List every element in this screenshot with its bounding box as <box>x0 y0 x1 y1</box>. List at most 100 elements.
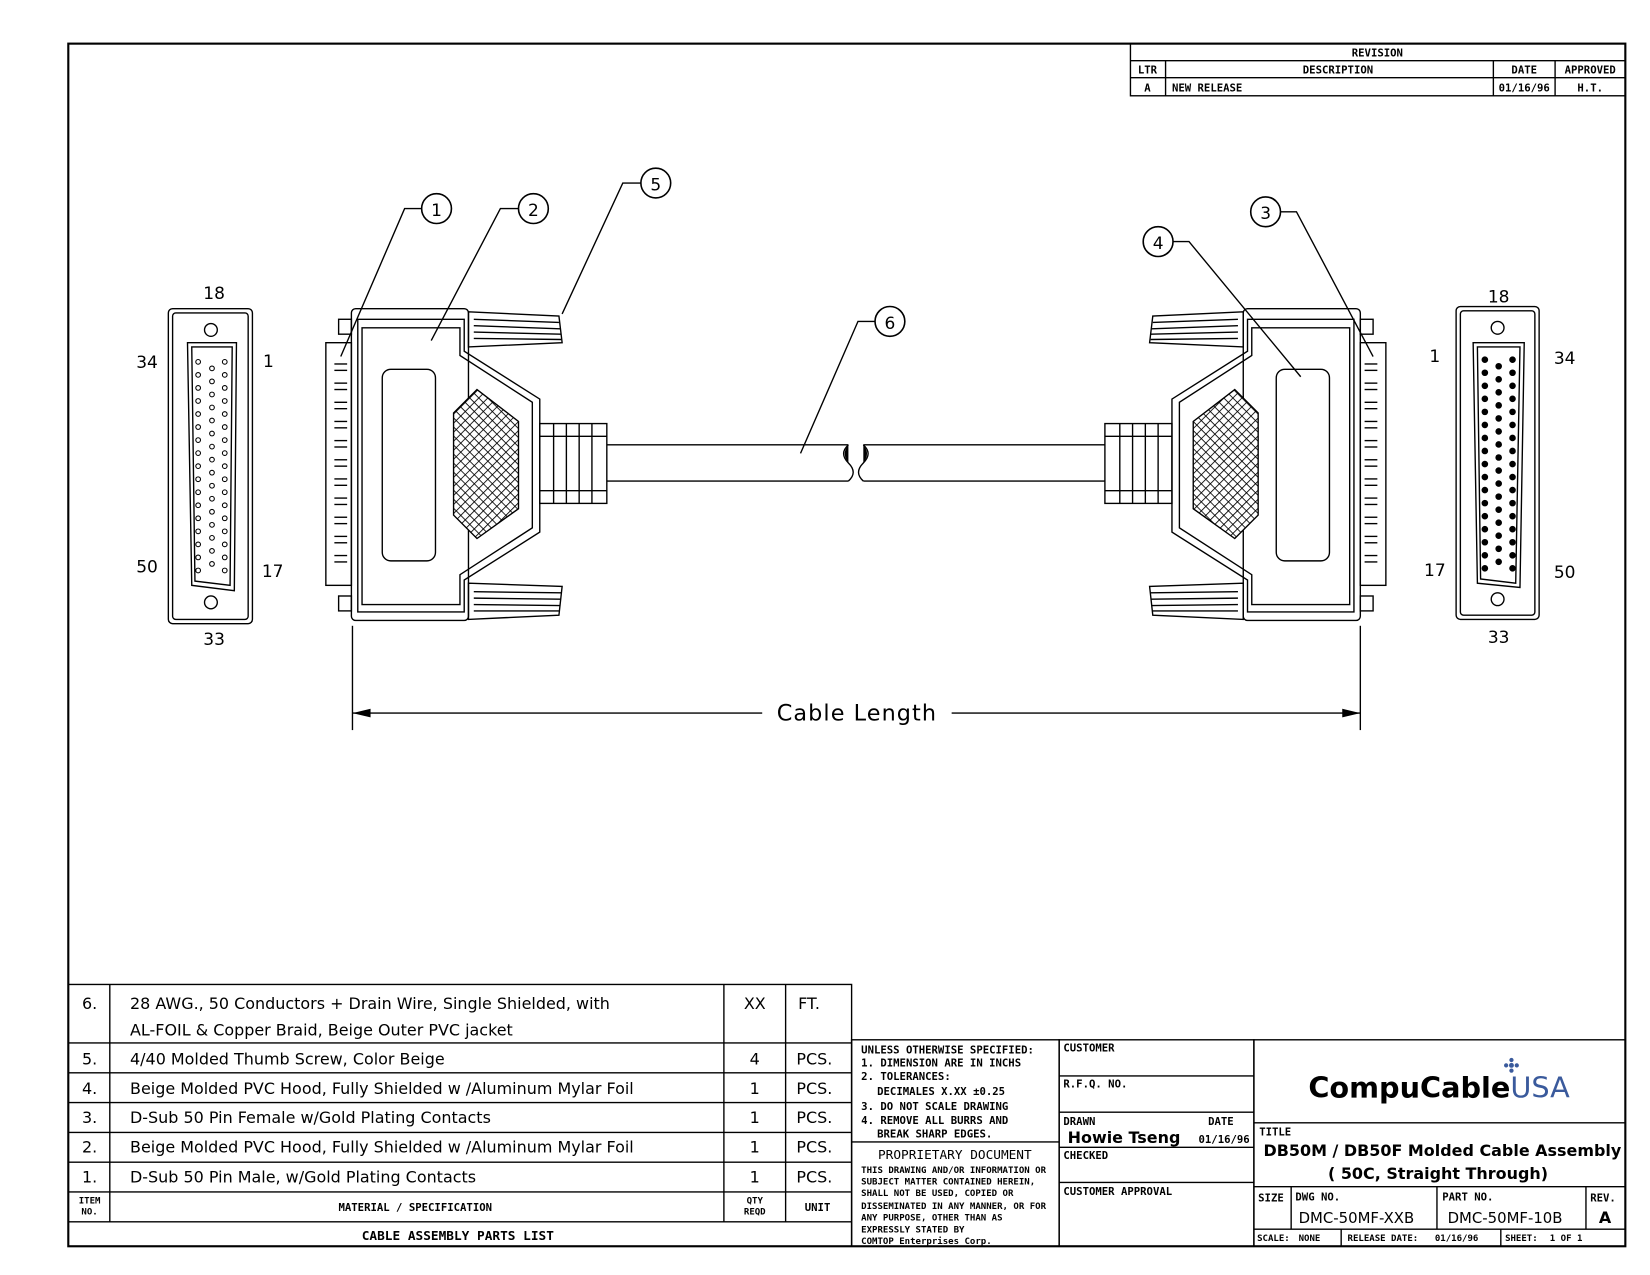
svg-text:2.: 2. <box>82 1138 97 1157</box>
pin-label: 18 <box>203 284 225 304</box>
pin-label: 17 <box>262 562 284 582</box>
parts-row-2: 2. Beige Molded PVC Hood, Fully Shielded… <box>82 1138 832 1157</box>
rev-value: A <box>1599 1208 1612 1227</box>
svg-text:28 AWG., 50 Conductors + Drain: 28 AWG., 50 Conductors + Drain Wire, Sin… <box>130 994 610 1013</box>
svg-text:COMTOP Enterprises Corp.: COMTOP Enterprises Corp. <box>861 1236 992 1247</box>
connector-pin <box>1495 362 1502 370</box>
sheet-value: 1 OF 1 <box>1550 1234 1583 1244</box>
parts-row-1: 1. D-Sub 50 Pin Male, w/Gold Plating Con… <box>82 1167 832 1186</box>
svg-text:NO.: NO. <box>81 1207 97 1217</box>
connector-pin <box>1495 467 1502 474</box>
svg-text:4/40 Molded Thumb Screw, Color: 4/40 Molded Thumb Screw, Color Beige <box>130 1049 445 1068</box>
svg-text:PCS.: PCS. <box>796 1167 832 1186</box>
dwg-no-label: DWG NO. <box>1295 1191 1340 1204</box>
parts-row-6: 6. 28 AWG., 50 Conductors + Drain Wire, … <box>82 994 820 1040</box>
connector-pin <box>195 450 202 456</box>
checked-label: CHECKED <box>1063 1149 1108 1162</box>
connector-pin <box>195 476 202 483</box>
revision-title: REVISION <box>1352 46 1403 59</box>
revision-header-approved: APPROVED <box>1565 63 1616 76</box>
connector-pin <box>209 534 215 541</box>
connector-pin <box>1481 382 1489 390</box>
parts-list-title: CABLE ASSEMBLY PARTS LIST <box>362 1229 554 1244</box>
connector-pin <box>195 515 202 522</box>
logo-dots-icon <box>1504 1057 1519 1073</box>
connector-pin <box>195 541 202 548</box>
mounting-hole <box>203 595 218 610</box>
rfq-label: R.F.Q. NO. <box>1063 1078 1127 1091</box>
left-connector-side-view <box>325 307 854 622</box>
connector-pin <box>1495 428 1502 435</box>
connector-pin <box>209 548 215 554</box>
pin-label: 18 <box>1488 287 1510 307</box>
svg-text:3.: 3. <box>82 1108 97 1127</box>
connector-pin <box>209 482 215 489</box>
svg-text:5: 5 <box>650 176 661 196</box>
connector-pin <box>221 398 228 404</box>
connector-pin <box>1495 545 1502 553</box>
connector-pin <box>209 391 215 398</box>
svg-text:MATERIAL / SPECIFICATION: MATERIAL / SPECIFICATION <box>338 1201 492 1214</box>
connector-pin <box>209 508 215 515</box>
connector-pin <box>1481 369 1489 377</box>
pin-label: 33 <box>1488 628 1510 648</box>
size-label: SIZE <box>1258 1192 1284 1205</box>
parts-row-3: 3. D-Sub 50 Pin Female w/Gold Plating Co… <box>82 1108 832 1127</box>
connector-pin <box>221 463 228 470</box>
svg-text:SHALL NOT BE USED, COPIED OR: SHALL NOT BE USED, COPIED OR <box>861 1189 1014 1199</box>
pin-label: 34 <box>136 353 158 373</box>
svg-text:4. REMOVE ALL BURRS AND: 4. REMOVE ALL BURRS AND <box>861 1114 1008 1127</box>
svg-text:UNLESS OTHERWISE SPECIFIED:: UNLESS OTHERWISE SPECIFIED: <box>861 1044 1034 1057</box>
connector-pin <box>1509 434 1516 442</box>
svg-text:1: 1 <box>750 1167 760 1186</box>
revision-header-date: DATE <box>1511 63 1537 76</box>
connector-pin <box>1495 389 1502 396</box>
connector-pin <box>1495 506 1502 513</box>
drawn-label: DRAWN <box>1063 1115 1095 1128</box>
svg-text:2. TOLERANCES:: 2. TOLERANCES: <box>861 1070 951 1083</box>
parts-row-5: 5. 4/40 Molded Thumb Screw, Color Beige … <box>82 1049 832 1068</box>
revision-date: 01/16/96 <box>1499 82 1550 95</box>
part-no: DMC-50MF-10B <box>1448 1209 1563 1227</box>
connector-pin <box>1481 486 1489 494</box>
connector-pin <box>1509 460 1516 468</box>
pin-label: 50 <box>1554 563 1576 583</box>
connector-pin <box>195 398 202 404</box>
mounting-hole <box>203 322 218 338</box>
connector-pin <box>209 378 215 385</box>
connector-pin <box>1481 434 1489 442</box>
connector-pin <box>1495 493 1502 500</box>
svg-text:THIS DRAWING AND/OR INFORMATIO: THIS DRAWING AND/OR INFORMATION OR <box>861 1166 1046 1176</box>
svg-text:PCS.: PCS. <box>796 1079 832 1098</box>
svg-text:PCS.: PCS. <box>796 1049 832 1068</box>
connector-pin <box>1509 538 1516 546</box>
connector-pin <box>195 463 202 470</box>
dimension-label: Cable Length <box>777 701 937 727</box>
connector-pin <box>1481 395 1489 403</box>
connector-pin <box>195 554 202 561</box>
svg-text:1: 1 <box>750 1138 760 1157</box>
connector-pin <box>1509 395 1516 403</box>
connector-pin <box>1495 519 1502 526</box>
svg-text:FT.: FT. <box>798 994 820 1013</box>
connector-pin <box>209 521 215 528</box>
connector-pin <box>209 417 215 424</box>
mounting-hole <box>1490 592 1505 607</box>
left-connector-face: 18 34 1 50 17 33 <box>136 284 283 650</box>
scale-label: SCALE: <box>1257 1234 1290 1244</box>
connector-pin <box>1495 441 1502 448</box>
connector-pin <box>1495 454 1502 461</box>
connector-pin <box>1481 551 1489 559</box>
callout-2: 2 <box>517 192 550 225</box>
svg-text:XX: XX <box>744 994 766 1013</box>
revision-ltr: A <box>1144 82 1151 95</box>
customer-approval-label: CUSTOMER APPROVAL <box>1063 1185 1172 1198</box>
pin-label: 1 <box>263 352 274 372</box>
connector-pin <box>195 567 202 574</box>
rev-label: REV. <box>1590 1192 1616 1205</box>
connector-pin <box>1509 421 1516 429</box>
connector-pin <box>209 404 215 411</box>
release-date-label: RELEASE DATE: <box>1348 1234 1419 1244</box>
connector-pin <box>1481 538 1489 546</box>
